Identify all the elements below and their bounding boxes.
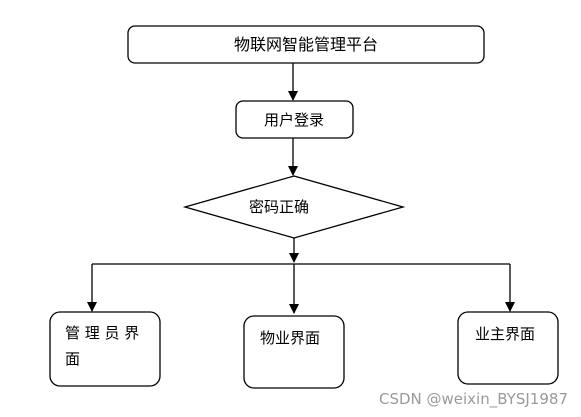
login-node	[235, 100, 354, 139]
owner-label: 业主界面	[475, 325, 535, 343]
admin-label-line2: 面	[65, 350, 80, 368]
admin-label-line1: 管 理 员 界	[65, 324, 139, 342]
platform-label: 物联网智能管理平台	[234, 35, 378, 54]
login-label: 用户登录	[264, 111, 324, 129]
watermark: CSDN @weixin_BYSJ1987	[379, 390, 568, 409]
property-node	[243, 315, 345, 389]
platform-node	[127, 25, 485, 64]
password-check-label: 密码正确	[249, 198, 309, 216]
owner-node	[457, 311, 559, 385]
admin-node	[49, 311, 161, 387]
property-label: 物业界面	[260, 329, 320, 347]
